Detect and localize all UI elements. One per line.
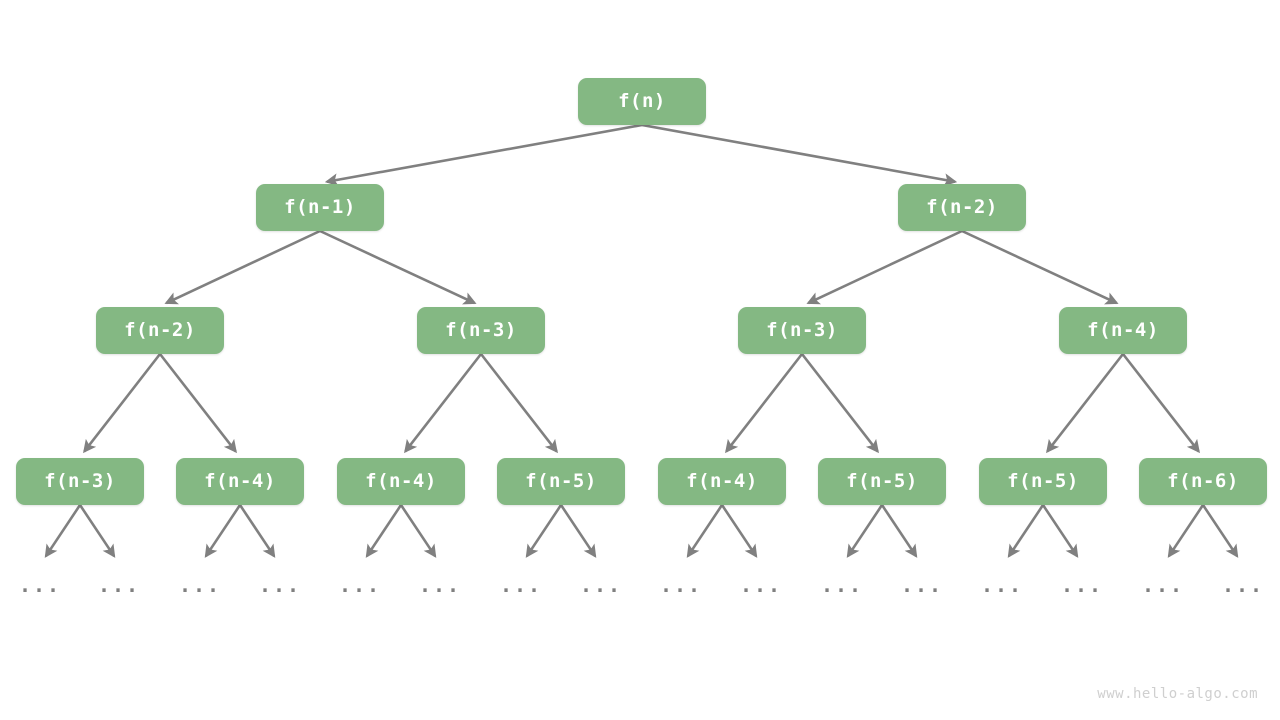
tree-node-level4-4: f(n-5) <box>497 457 625 505</box>
tree-edge <box>846 504 884 558</box>
ellipsis-marker: ... <box>739 573 783 597</box>
tree-node-level4-2: f(n-4) <box>176 457 304 505</box>
ellipsis-marker: ... <box>1141 573 1185 597</box>
tree-edge <box>324 123 643 187</box>
tree-edge <box>319 229 477 305</box>
ellipsis-marker: ... <box>97 573 141 597</box>
ellipsis-marker: ... <box>900 573 944 597</box>
tree-edge <box>479 353 558 454</box>
tree-node-level2-2: f(n-2) <box>898 183 1026 231</box>
tree-edge <box>238 504 276 558</box>
tree-edge <box>806 229 963 305</box>
ellipsis-marker: ... <box>980 573 1024 597</box>
ellipsis-marker: ... <box>418 573 462 597</box>
tree-edge <box>1121 353 1200 454</box>
ellipsis-marker: ... <box>178 573 222 597</box>
tree-edge <box>78 504 116 558</box>
tree-node-level2-1: f(n-1) <box>256 183 384 231</box>
tree-edge <box>164 229 321 305</box>
tree-edge <box>204 504 242 558</box>
ellipsis-marker: ... <box>338 573 382 597</box>
tree-edge <box>1041 504 1079 558</box>
ellipsis-marker: ... <box>820 573 864 597</box>
tree-node-level4-7: f(n-5) <box>979 457 1107 505</box>
tree-edge <box>720 504 758 558</box>
tree-edge <box>44 504 82 558</box>
tree-node-level4-1: f(n-3) <box>16 457 144 505</box>
tree-node-level4-3: f(n-4) <box>337 457 465 505</box>
tree-edge <box>1167 504 1205 558</box>
ellipsis-marker: ... <box>1060 573 1104 597</box>
watermark: www.hello-algo.com <box>1097 686 1258 702</box>
tree-edge <box>686 504 724 558</box>
tree-edge <box>83 353 162 454</box>
tree-node-level4-8: f(n-6) <box>1139 457 1267 505</box>
tree-edge <box>404 353 483 454</box>
tree-edge <box>525 504 563 558</box>
tree-node-level3-1: f(n-2) <box>96 306 224 354</box>
ellipsis-marker: ... <box>1221 573 1265 597</box>
tree-edge <box>559 504 597 558</box>
tree-edge <box>399 504 437 558</box>
tree-edge <box>158 353 237 454</box>
tree-edge <box>880 504 918 558</box>
tree-node-level1-1: f(n) <box>578 77 706 125</box>
ellipsis-marker: ... <box>499 573 543 597</box>
ellipsis-marker: ... <box>258 573 302 597</box>
ellipsis-marker: ... <box>659 573 703 597</box>
tree-edge <box>1046 353 1125 454</box>
tree-edge <box>800 353 879 454</box>
ellipsis-marker: ... <box>18 573 62 597</box>
tree-node-level3-4: f(n-4) <box>1059 306 1187 354</box>
tree-edge <box>365 504 403 558</box>
tree-edge <box>725 353 804 454</box>
tree-edge <box>961 229 1119 305</box>
tree-node-level3-3: f(n-3) <box>738 306 866 354</box>
ellipsis-marker: ... <box>579 573 623 597</box>
tree-edge <box>641 123 958 187</box>
tree-node-level4-6: f(n-5) <box>818 457 946 505</box>
tree-edge <box>1007 504 1045 558</box>
tree-node-level4-5: f(n-4) <box>658 457 786 505</box>
tree-node-level3-2: f(n-3) <box>417 306 545 354</box>
tree-edge <box>1201 504 1239 558</box>
